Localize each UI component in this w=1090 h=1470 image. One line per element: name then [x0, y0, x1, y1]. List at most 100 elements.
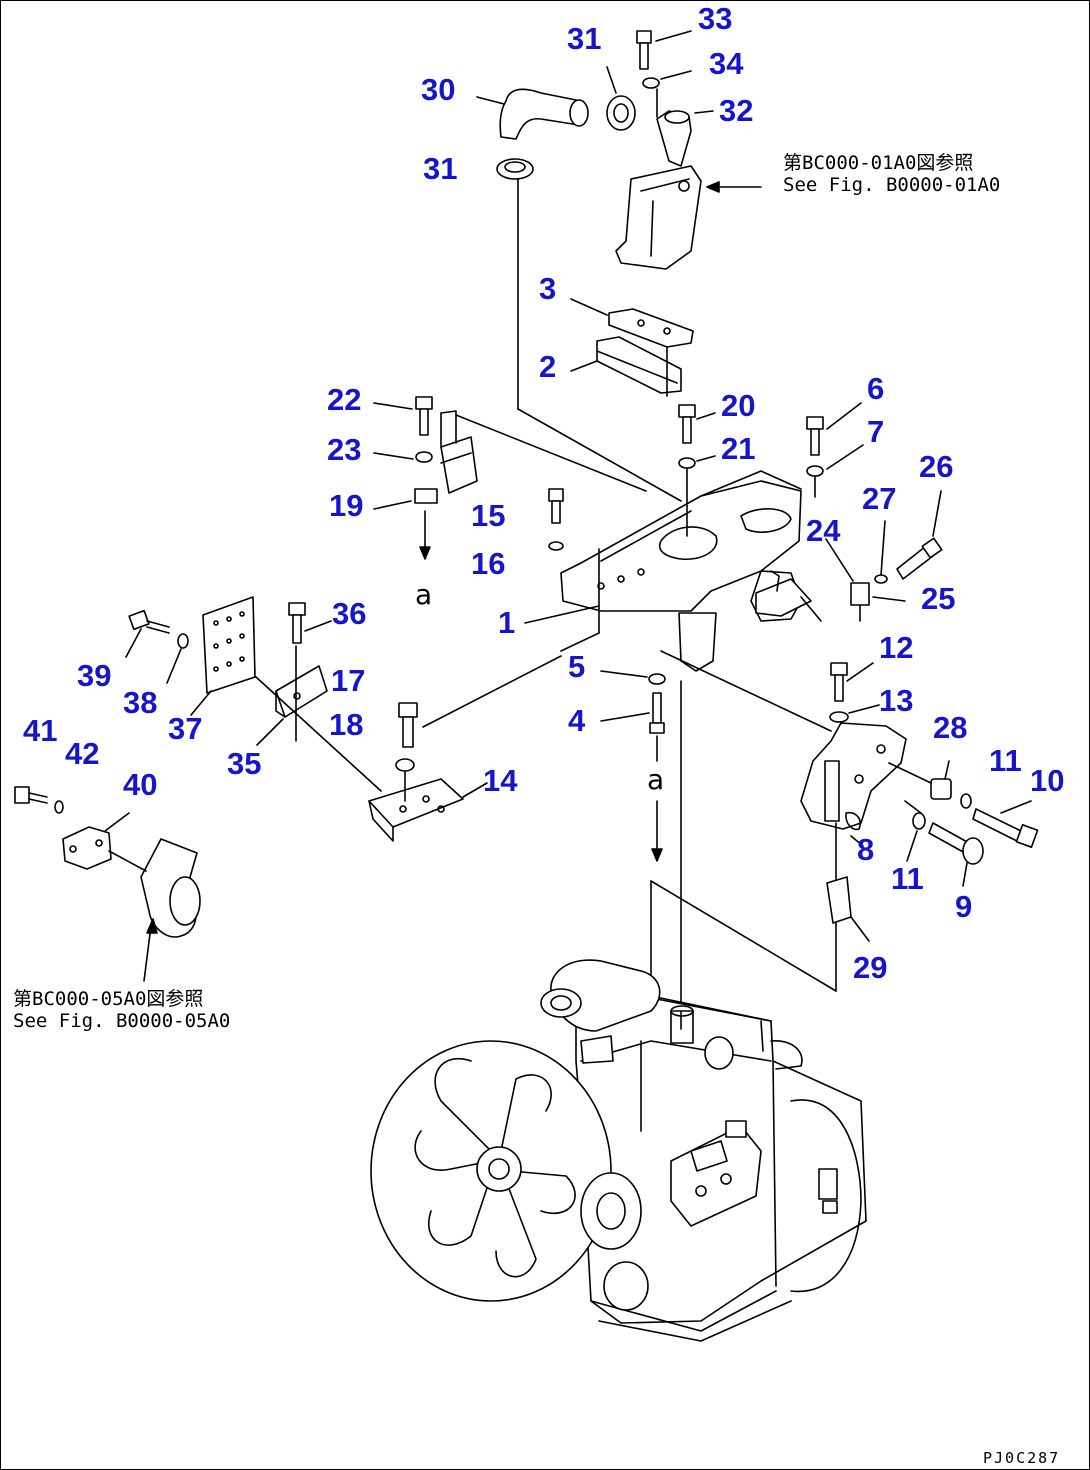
bracket-top-ref [615, 165, 762, 270]
callout-24: 24 [806, 513, 841, 548]
bolt-4 [600, 692, 665, 734]
callout-34: 34 [709, 46, 744, 81]
callout-42: 42 [65, 736, 100, 771]
frame-1 [524, 470, 802, 672]
bolt-6 [806, 402, 862, 456]
callout-3: 3 [539, 271, 557, 306]
callout-32: 32 [719, 93, 754, 128]
callout-14: 14 [483, 763, 518, 798]
callout-37: 37 [168, 711, 203, 746]
washer-23 [373, 451, 433, 463]
bolt-15 [548, 488, 564, 524]
callout-10: 10 [1030, 763, 1065, 798]
washer-34 [642, 70, 692, 89]
drawing-code: PJ0C287 [983, 1449, 1061, 1467]
callout-11: 11 [891, 861, 924, 896]
callout-35: 35 [227, 746, 262, 781]
bolt-26 [896, 490, 943, 580]
spacer-28 [930, 760, 952, 800]
bracket-19 [414, 410, 478, 504]
callout-28: 28 [933, 710, 968, 745]
callout-21: 21 [721, 431, 756, 466]
washer-38 [166, 633, 189, 684]
bolt-33 [636, 30, 692, 70]
mount-40 [62, 812, 130, 870]
bracket-29 [826, 876, 870, 942]
callout-29: 29 [853, 950, 888, 985]
callout-6: 6 [867, 371, 885, 406]
callout-25: 25 [921, 581, 956, 616]
bolt-41 [14, 786, 48, 804]
bolt-20 [678, 404, 716, 444]
callout-4: 4 [568, 703, 586, 738]
reference-left-en: See Fig. B0000-05A0 [13, 1009, 231, 1032]
engine-assembly [370, 959, 867, 1342]
washer-18 [395, 758, 415, 772]
callout-19: 19 [329, 488, 364, 523]
reference-top-jp: 第BC000-01A0図参照 [783, 152, 974, 174]
bracket-8 [800, 722, 907, 847]
callout-26: 26 [919, 449, 954, 484]
callout-33: 33 [698, 1, 733, 36]
bolt-17 [398, 702, 418, 748]
callout-22: 22 [327, 382, 362, 417]
bolt-10 [972, 800, 1039, 848]
match-marker-a-upper: a [415, 578, 433, 611]
callout-8: 8 [857, 832, 875, 867]
reference-note-left: 第BC000-05A0図参照 See Fig. B0000-05A0 [13, 988, 231, 1033]
callout-36: 36 [332, 596, 367, 631]
pipe-32 [656, 110, 714, 167]
washer-42 [54, 800, 64, 814]
callout-11: 11 [989, 743, 1022, 778]
callout-38: 38 [123, 685, 158, 720]
callout-7: 7 [867, 414, 885, 449]
bolt-36 [288, 602, 332, 644]
bolt-9 [928, 822, 984, 887]
clamp-31-lower [496, 158, 534, 180]
washer-27 [874, 520, 888, 584]
washer-7 [806, 444, 864, 477]
callout-13: 13 [879, 683, 914, 718]
bracket-35 [256, 665, 328, 746]
hose-30 [476, 88, 589, 140]
washer-16 [548, 541, 564, 551]
callout-12: 12 [879, 630, 914, 665]
callout-39: 39 [77, 658, 112, 693]
callout-31: 31 [567, 21, 602, 56]
callout-16: 16 [471, 546, 506, 581]
match-marker-a-lower: a [647, 763, 665, 796]
callout-1: 1 [498, 605, 516, 640]
mount-block-ref [108, 838, 201, 982]
callout-41: 41 [23, 713, 58, 748]
callout-20: 20 [721, 388, 756, 423]
reference-note-top: 第BC000-01A0図参照 See Fig. B0000-01A0 [783, 152, 1001, 197]
washer-11-upper [960, 793, 972, 809]
washer-13 [829, 704, 880, 723]
bracket-24 [755, 538, 854, 622]
reference-top-en: See Fig. B0000-01A0 [783, 173, 1001, 196]
plate-2 [570, 336, 682, 394]
bracket-14 [368, 778, 488, 842]
bolt-22 [373, 396, 433, 436]
clamp-31-top [606, 66, 636, 131]
callout-30: 30 [421, 72, 456, 107]
plate-37 [190, 596, 256, 716]
bolt-39 [125, 609, 170, 658]
bolt-12 [830, 662, 874, 702]
washer-21 [678, 455, 716, 469]
washer-5 [600, 670, 666, 685]
plate-3 [570, 298, 694, 348]
callout-2: 2 [539, 349, 557, 384]
callout-18: 18 [329, 707, 364, 742]
callout-17: 17 [331, 663, 366, 698]
washer-11-lower [906, 812, 926, 862]
callout-5: 5 [568, 649, 586, 684]
reference-left-jp: 第BC000-05A0図参照 [13, 988, 204, 1010]
callout-31: 31 [423, 151, 458, 186]
callout-40: 40 [123, 767, 158, 802]
callout-27: 27 [862, 481, 897, 516]
callout-15: 15 [471, 498, 506, 533]
callout-23: 23 [327, 432, 362, 467]
